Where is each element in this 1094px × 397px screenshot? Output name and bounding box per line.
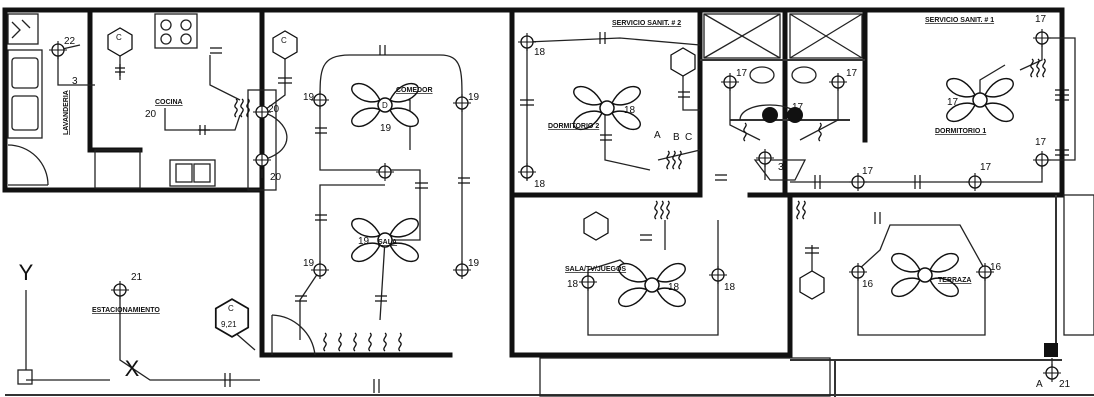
circuit-letter: D <box>382 101 388 110</box>
room-label-dormitorio2: DORMITORIO 2 <box>548 123 599 130</box>
circuit-label: 21 <box>131 272 143 283</box>
circuit-label: 3 <box>72 76 78 87</box>
circuit-label: 17 <box>1035 137 1047 148</box>
circuit-label: 18 <box>534 179 546 190</box>
room-label-comedor: COMEDOR <box>396 87 433 94</box>
lamps <box>48 28 1062 383</box>
circuit-label: 20 <box>268 104 280 115</box>
ceiling-fan-terraza <box>890 252 960 298</box>
circuit-letter: B <box>673 132 680 143</box>
circuit-letter: A <box>1036 379 1043 390</box>
circuit-label: 20 <box>270 172 282 183</box>
circuit-label: 19 <box>468 92 480 103</box>
room-label-sala-tv: SALA/TV/JUEGOS <box>565 266 626 273</box>
outlet-label: C <box>116 33 122 42</box>
switch-groups <box>234 58 1046 352</box>
room-label-bano1: SERVICIO SANIT. # 1 <box>925 17 994 24</box>
stairs-bottom <box>539 357 831 397</box>
circuit-label: 18 <box>534 47 546 58</box>
circuit-label: 21 <box>1059 379 1071 390</box>
circuit-letter: A <box>654 130 661 141</box>
circuit-label: 17 <box>947 97 959 108</box>
room-label-bano2: SERVICIO SANIT. # 2 <box>612 20 681 27</box>
room-labels: COCINA COMEDOR SALA DORMITORIO 2 DORMITO… <box>63 17 994 314</box>
circuit-label: 19 <box>303 92 315 103</box>
room-label-lavanderia: LAVANDERIA <box>63 90 70 135</box>
axis-x-label: X <box>125 356 140 381</box>
outlet-label: 9,21 <box>221 320 237 329</box>
room-label-dormitorio1: DORMITORIO 1 <box>935 128 986 135</box>
circuit-label: 18 <box>567 279 579 290</box>
room-label-estacionamiento: ESTACIONAMIENTO <box>92 307 160 314</box>
room-label-sala: SALA <box>378 239 397 246</box>
wiring <box>57 37 1076 381</box>
outlet-label: C <box>281 36 287 45</box>
circuit-label: 19 <box>380 123 392 134</box>
circuit-label: 18 <box>724 282 736 293</box>
circuit-label: 17 <box>736 68 748 79</box>
outlet-label: C <box>228 304 234 313</box>
room-label-cocina: COCINA <box>155 99 183 106</box>
circuit-label: 17 <box>1035 14 1047 25</box>
circuit-label: 17 <box>792 102 804 113</box>
circuit-label: 18 <box>668 282 680 293</box>
axis-y-label: Y <box>19 260 34 285</box>
circuit-label: 17 <box>846 68 858 79</box>
circuit-label: 19 <box>468 258 480 269</box>
circuit-label: 16 <box>862 279 874 290</box>
circuit-label: 16 <box>990 262 1002 273</box>
circuit-label: 17 <box>980 162 992 173</box>
circuit-label: 18 <box>624 105 636 116</box>
walls <box>2 7 1094 397</box>
axis-indicator: Y X <box>17 260 140 385</box>
room-label-terraza: TERRAZA <box>938 277 971 284</box>
conduit-marks <box>115 32 1069 393</box>
fixtures <box>7 13 1094 397</box>
circuit-label: 20 <box>145 109 157 120</box>
circuit-numbers: 22 20 20 20 19 19 19 19 19 19 18 18 18 1… <box>64 14 1071 390</box>
stairs-right <box>1063 194 1094 336</box>
circuit-label: 19 <box>358 236 370 247</box>
circuit-label: 17 <box>862 166 874 177</box>
circuit-letter: C <box>685 132 692 143</box>
circuit-label: 3 <box>778 162 784 173</box>
circuit-label: 22 <box>64 36 76 47</box>
circuit-label: 19 <box>303 258 315 269</box>
